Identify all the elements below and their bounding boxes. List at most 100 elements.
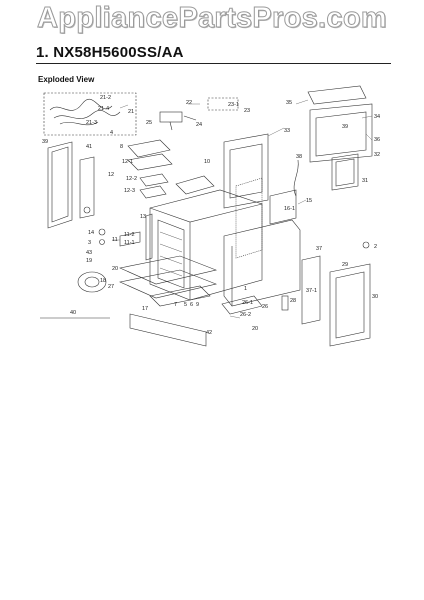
part-3 bbox=[99, 239, 105, 245]
callout-2: 2 bbox=[374, 244, 377, 250]
callout-42: 42 bbox=[206, 330, 212, 336]
callout-20-left: 20 bbox=[112, 266, 118, 272]
part-2 bbox=[362, 241, 370, 249]
callout-26-1: 26-1 bbox=[242, 300, 253, 306]
callout-38: 38 bbox=[296, 154, 302, 160]
callout-37-1: 37-1 bbox=[306, 288, 317, 294]
bottom-pan-17 bbox=[119, 269, 218, 299]
back-panel-33-inner bbox=[229, 143, 263, 199]
callout-40: 40 bbox=[70, 310, 76, 316]
wire-harness-b bbox=[53, 110, 121, 119]
part-31-inner bbox=[335, 158, 355, 187]
callout-11: 11 bbox=[112, 237, 118, 243]
callout-4: 4 bbox=[110, 130, 113, 136]
callout-8: 8 bbox=[120, 144, 123, 150]
callout-21-2: 21-2 bbox=[100, 95, 111, 101]
part-13 bbox=[145, 213, 153, 261]
callout-12-3: 12-3 bbox=[124, 188, 135, 194]
callout-23-1: 23-1 bbox=[228, 102, 239, 108]
callout-33: 33 bbox=[284, 128, 290, 134]
callout-32: 32 bbox=[374, 152, 380, 158]
callout-6: 6 bbox=[190, 302, 193, 308]
side-panel-39-inner bbox=[51, 146, 69, 223]
part-box-23 bbox=[207, 97, 239, 111]
callout-24: 24 bbox=[196, 122, 202, 128]
part-25-lines bbox=[169, 115, 197, 131]
callout-28: 28 bbox=[290, 298, 296, 304]
part-31 bbox=[331, 153, 359, 191]
callout-37: 37 bbox=[316, 246, 322, 252]
part-12-1 bbox=[127, 153, 173, 171]
outer-body-shell bbox=[223, 219, 301, 307]
wire-harness-a bbox=[49, 98, 113, 111]
callout-35: 35 bbox=[286, 100, 292, 106]
callout-25: 25 bbox=[146, 120, 152, 126]
callout-9: 9 bbox=[196, 302, 199, 308]
exploded-view-label: Exploded View bbox=[38, 75, 95, 84]
drawer-front-42 bbox=[129, 313, 207, 347]
cable-38 bbox=[293, 159, 299, 197]
part-24 bbox=[159, 111, 183, 123]
part-8 bbox=[127, 139, 171, 158]
duct-10 bbox=[175, 175, 215, 195]
callout-41: 41 bbox=[86, 144, 92, 150]
callout-12-2: 12-2 bbox=[126, 176, 137, 182]
callout-22: 22 bbox=[186, 100, 192, 106]
callout-19: 19 bbox=[86, 258, 92, 264]
callout-21-3: 21-3 bbox=[86, 120, 97, 126]
callout-30: 30 bbox=[372, 294, 378, 300]
part-12-3 bbox=[139, 185, 167, 199]
callout-36: 36 bbox=[374, 137, 380, 143]
callout-18: 18 bbox=[100, 278, 106, 284]
callout-12: 12 bbox=[108, 172, 114, 178]
watermark-text: AppliancePartsPros.com bbox=[37, 2, 388, 35]
callout-29: 29 bbox=[342, 262, 348, 268]
callout-13: 13 bbox=[140, 214, 146, 220]
side-panel-39 bbox=[47, 141, 73, 229]
callout-26-2: 26-2 bbox=[240, 312, 251, 318]
title-rule bbox=[36, 63, 391, 64]
bracket-15 bbox=[269, 189, 297, 225]
callout-27: 27 bbox=[108, 284, 114, 290]
oven-cavity-opening bbox=[157, 219, 185, 289]
part-26 bbox=[221, 295, 263, 315]
door-panel-30-inner bbox=[335, 271, 365, 339]
insulation-mesh bbox=[235, 177, 263, 259]
callout-7: 7 bbox=[174, 302, 177, 308]
callout-21-4: 21-4 bbox=[98, 106, 109, 112]
door-trim-37 bbox=[301, 255, 321, 325]
door-panel-30 bbox=[329, 263, 371, 347]
callout-11-1: 11-1 bbox=[124, 240, 135, 246]
callout-12-1: 12-1 bbox=[122, 159, 133, 165]
drawer-rail bbox=[149, 285, 211, 307]
part-14 bbox=[98, 228, 106, 236]
bottom-pan-20 bbox=[119, 255, 218, 285]
wire-harness-box bbox=[43, 92, 137, 136]
part-12-2 bbox=[139, 173, 169, 187]
callout-34: 34 bbox=[374, 114, 380, 120]
diagram-title: 1. NX58H5600SS/AA bbox=[36, 44, 184, 61]
callout-labels: 21-2 21-4 21 21-3 22 23-1 23 25 24 4 39 … bbox=[42, 95, 380, 336]
oven-cavity-top-edge bbox=[149, 203, 263, 223]
callout-5: 5 bbox=[184, 302, 187, 308]
callout-39-right: 39 bbox=[342, 124, 348, 130]
part-28 bbox=[281, 295, 289, 311]
element-41-knob bbox=[83, 206, 91, 214]
callout-26: 26 bbox=[262, 304, 268, 310]
callout-21: 21 bbox=[128, 109, 134, 115]
wire-harness-c bbox=[59, 121, 99, 126]
callout-3: 3 bbox=[88, 240, 91, 246]
callout-10: 10 bbox=[204, 159, 210, 165]
part-18-inner bbox=[84, 276, 100, 288]
element-41 bbox=[79, 156, 95, 219]
callout-43: 43 bbox=[86, 250, 92, 256]
control-panel-34-inner bbox=[315, 111, 367, 157]
part-11 bbox=[119, 231, 141, 247]
back-panel-33 bbox=[223, 133, 269, 209]
callout-17: 17 bbox=[142, 306, 148, 312]
callout-16-1: 16-1 bbox=[284, 206, 295, 212]
callout-39-left: 39 bbox=[42, 139, 48, 145]
callout-31: 31 bbox=[362, 178, 368, 184]
callout-1: 1 bbox=[244, 286, 247, 292]
